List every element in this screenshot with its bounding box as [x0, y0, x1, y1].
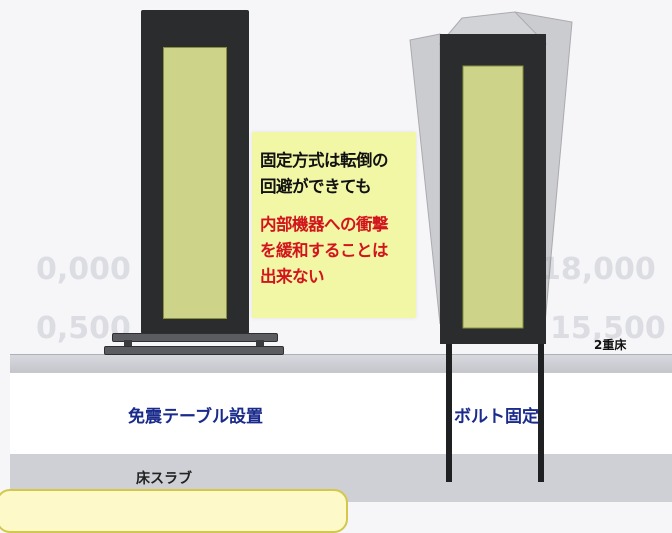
- anchor-bolt-right: [538, 344, 544, 482]
- bottom-callout-box: [0, 489, 348, 533]
- background-ghost-number-1: 0,000: [36, 252, 131, 287]
- right-rack-front-panel: [462, 65, 524, 329]
- background-ghost-number-3: 18,000: [540, 252, 656, 287]
- note-black-line-2: 回避ができても: [260, 177, 372, 196]
- note-red-line-2: を緩和することは: [260, 241, 389, 260]
- anchor-bolt-left: [446, 344, 452, 482]
- floor-slab-label: 床スラブ: [136, 471, 192, 487]
- note-black-line-1: 固定方式は転倒の: [260, 151, 389, 170]
- isolation-table-lower-plate: [104, 346, 284, 355]
- note-red-line-1: 内部機器への衝撃: [260, 215, 389, 234]
- left-rack-front-panel: [163, 47, 227, 319]
- bolt-fixing-label: ボルト固定: [454, 407, 539, 427]
- bolt-fixed-rack-drawing: [409, 11, 573, 482]
- raised-floor-band: [10, 354, 672, 373]
- seismic-table-label: 免震テーブル設置: [128, 407, 263, 427]
- note-red-line-3: 出来ない: [260, 267, 325, 286]
- explanation-note: 固定方式は転倒の 回避ができても 内部機器への衝撃 を緩和することは 出来ない: [252, 132, 416, 318]
- background-ghost-number-4: 15,500: [550, 311, 666, 346]
- raised-floor-label: 2重床: [594, 338, 627, 352]
- isolation-table-upper-plate: [112, 333, 278, 342]
- left-server-rack: [141, 10, 249, 334]
